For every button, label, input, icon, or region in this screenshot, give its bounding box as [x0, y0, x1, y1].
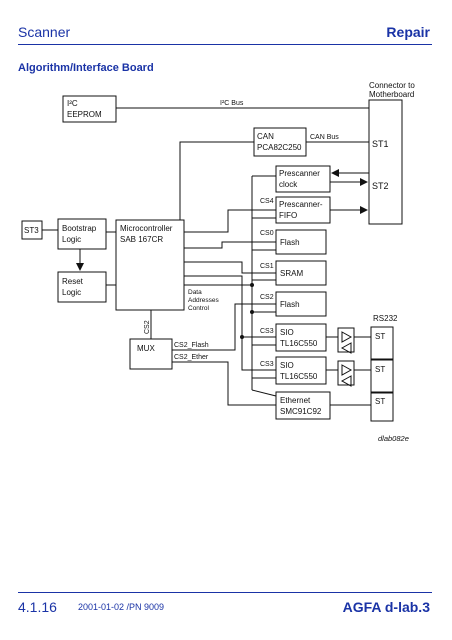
i2c-bus-label: I²C Bus [220, 100, 244, 107]
micro-label-2: SAB 167CR [120, 235, 163, 244]
prescanner-fifo-block [275, 196, 331, 224]
bootstrap-label-1: Bootstrap [62, 224, 97, 233]
micro-can-line [179, 141, 254, 220]
footer-page-number: 4.1.16 [18, 599, 57, 615]
cs2-ether-label: CS2_Ether [174, 354, 209, 361]
st3-label: ST3 [24, 226, 39, 235]
st-a-label: ST [375, 332, 385, 341]
flash2-label: Flash [280, 300, 300, 309]
sio1-block [275, 323, 327, 352]
cs2-vertical-label: CS2 [144, 320, 151, 334]
flash-block [275, 229, 327, 255]
cs3a-label: CS3 [260, 328, 274, 335]
mux-block [129, 338, 173, 370]
prescanner-fifo-label-1: Prescanner- [279, 200, 323, 209]
connector-label-2: Motherboard [369, 90, 414, 99]
prescanner-clock-label-1: Prescanner [279, 169, 320, 178]
rs232-label: RS232 [373, 314, 398, 323]
can-bus-label: CAN Bus [310, 134, 339, 141]
can-label-1: CAN [257, 132, 274, 141]
st-connector-a [370, 326, 394, 360]
cs0-label: CS0 [260, 230, 274, 237]
sio2-block [275, 356, 327, 385]
data-label-2: Addresses [188, 297, 219, 304]
data-label-1: Data [188, 289, 202, 296]
driver-2-symbol [340, 364, 353, 387]
bus-junction-1 [250, 283, 254, 287]
connector-block [368, 99, 403, 225]
prescanner-clock-block [275, 165, 331, 193]
prescanner-clock-label-2: clock [279, 180, 298, 189]
header-rule [18, 44, 432, 45]
st-connector-b [370, 359, 394, 393]
cs1-label: CS1 [260, 263, 274, 270]
footer-rule [18, 592, 432, 593]
i2c-eeprom-block [62, 95, 117, 123]
bus-ethernet-line [251, 389, 277, 397]
cs4-line [184, 209, 276, 233]
reset-block [57, 271, 107, 303]
bootstrap-label-2: Logic [62, 235, 81, 244]
st-b-label: ST [375, 365, 385, 374]
bus-junction-2 [250, 310, 254, 314]
reset-label-1: Reset [62, 277, 84, 286]
cs2-flash-label: CS2_Flash [174, 342, 209, 349]
cs2-label: CS2 [260, 294, 274, 301]
prescanner-fifo-label-2: FIFO [279, 211, 297, 220]
header-section: Repair [386, 24, 430, 40]
cs2-ether-line [172, 361, 276, 406]
cs2-flash-line [172, 303, 276, 351]
microcontroller-block [115, 219, 185, 311]
data-label-3: Control [188, 305, 210, 312]
sio1-label-2: TL16C550 [280, 339, 318, 348]
cs4-label: CS4 [260, 198, 274, 205]
micro-label-1: Microcontroller [120, 224, 173, 233]
cs3-junction [240, 335, 244, 339]
flash-label: Flash [280, 238, 300, 247]
cs3a-line [184, 275, 276, 338]
footer-brand: AGFA d-lab.3 [342, 599, 430, 615]
header-title: Scanner [18, 24, 71, 40]
i2c-label-1: I²C [67, 99, 78, 108]
sio2-label-1: SIO [280, 361, 294, 370]
sio2-label-2: TL16C550 [280, 372, 318, 381]
mux-label: MUX [137, 344, 155, 353]
ethernet-block [275, 391, 331, 420]
sio1-label-1: SIO [280, 328, 294, 337]
i2c-label-2: EEPROM [67, 110, 102, 119]
ethernet-label-2: SMC91C92 [280, 407, 322, 416]
cs0-line [184, 241, 276, 249]
st1-label: ST1 [372, 139, 389, 149]
cs3b-line [241, 337, 276, 371]
reset-label-2: Logic [62, 288, 81, 297]
flash2-block [275, 291, 327, 317]
figure-id: dlab082e [378, 434, 409, 443]
footer-date: 2001-01-02 /PN 9009 [78, 602, 165, 612]
cs1-line [184, 261, 276, 274]
sram-block [275, 260, 327, 286]
bootstrap-block [57, 218, 107, 250]
st-connector-c [370, 392, 394, 422]
st-c-label: ST [375, 397, 385, 406]
sram-label: SRAM [280, 269, 303, 278]
cs3b-label: CS3 [260, 361, 274, 368]
ethernet-label-1: Ethernet [280, 396, 311, 405]
connector-label-1: Connector to [369, 81, 415, 90]
driver-1-symbol [340, 331, 353, 354]
can-label-2: PCA82C250 [257, 143, 302, 152]
section-title: Algorithm/Interface Board [18, 62, 154, 74]
st2-label: ST2 [372, 181, 389, 191]
